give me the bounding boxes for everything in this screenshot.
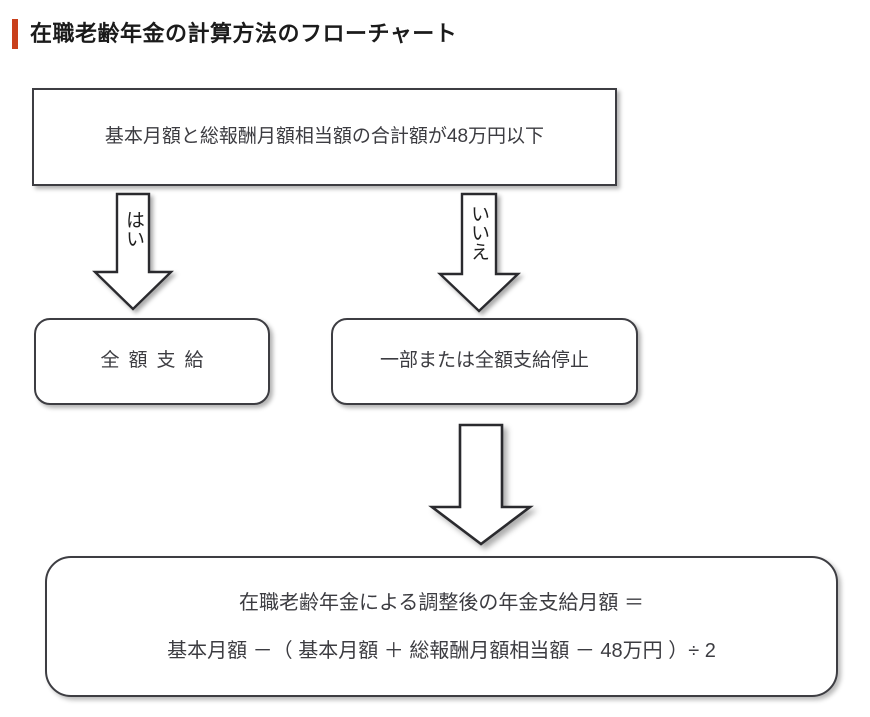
formula-line-2: 基本月額 －（ 基本月額 ＋ 総報酬月額相当額 － 48万円 ）÷ 2: [167, 639, 716, 662]
block-arrow-down-icon: [92, 192, 174, 311]
flow-node-formula[interactable]: 在職老齢年金による調整後の年金支給月額 ＝ 基本月額 －（ 基本月額 ＋ 総報酬…: [45, 556, 838, 697]
page-title: 在職老齢年金の計算方法のフローチャート: [12, 18, 457, 50]
flow-node-condition-label: 基本月額と総報酬月額相当額の合計額が48万円以下: [104, 125, 545, 147]
block-arrow-down-icon: [436, 192, 522, 313]
flow-node-full-payment-label: 全額支給: [100, 350, 213, 372]
flow-node-suspension-label: 一部または全額支給停止: [379, 350, 589, 372]
formula-line-1: 在職老齢年金による調整後の年金支給月額 ＝: [239, 591, 644, 614]
page-title-text: 在職老齢年金の計算方法のフローチャート: [30, 21, 458, 46]
flow-arrow-yes: はい: [92, 192, 174, 312]
flow-arrow-no: いいえ: [435, 192, 522, 314]
block-arrow-down-icon: [428, 423, 534, 546]
flow-node-suspension[interactable]: 一部または全額支給停止: [331, 318, 638, 405]
flow-node-full-payment[interactable]: 全額支給: [34, 318, 270, 405]
flow-arrow-to-formula: [428, 423, 536, 547]
title-accent-bar: [12, 19, 18, 49]
flow-node-condition[interactable]: 基本月額と総報酬月額相当額の合計額が48万円以下: [32, 88, 617, 186]
